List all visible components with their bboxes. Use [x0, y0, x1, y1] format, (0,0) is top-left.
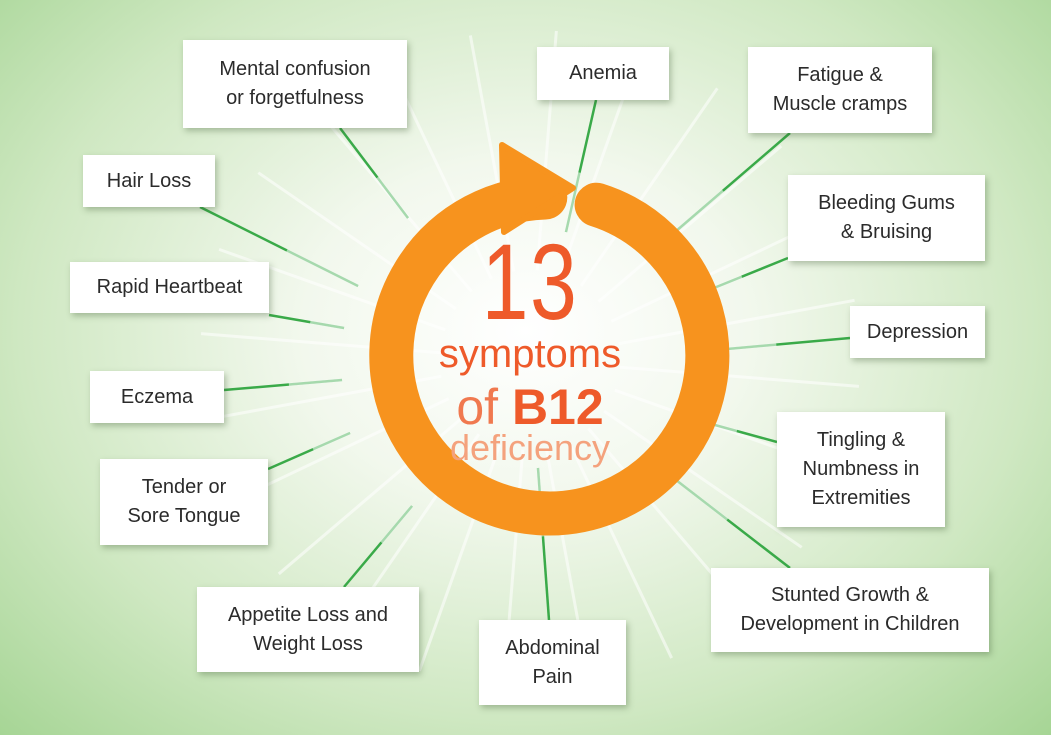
- connector-fade: [312, 431, 351, 451]
- symptom-eczema: Eczema: [90, 371, 224, 423]
- circular-arrow-arc: [369, 175, 730, 536]
- symptom-fatigue: Fatigue & Muscle cramps: [748, 47, 932, 133]
- symptom-abdominal-pain: Abdominal Pain: [479, 620, 626, 705]
- title-of-b12: of B12: [390, 380, 670, 434]
- connector-fade: [380, 505, 414, 544]
- symptom-label: Mental confusion or forgetfulness: [219, 58, 371, 109]
- connector-fade: [286, 249, 359, 288]
- symptom-anemia: Anemia: [537, 47, 669, 100]
- symptom-label: Appetite Loss and Weight Loss: [227, 603, 389, 655]
- light-ray: [618, 298, 855, 346]
- symptom-label: Anemia: [569, 62, 637, 84]
- title-of: of: [456, 379, 499, 435]
- circular-arrow-head: [499, 142, 576, 235]
- symptom-stunted-growth: Stunted Growth & Development in Children: [711, 568, 989, 652]
- symptom-label: Tender or Sore Tongue: [127, 476, 241, 527]
- circular-arrow: [369, 142, 730, 536]
- symptom-label: Hair Loss: [106, 169, 192, 192]
- symptom-mental-confusion: Mental confusion or forgetfulness: [183, 40, 407, 128]
- symptom-appetite-loss: Appetite Loss and Weight Loss: [197, 587, 419, 672]
- title-b12: B12: [511, 379, 604, 435]
- light-ray: [567, 440, 673, 659]
- symptom-label: Tingling & Numbness in Extremities: [802, 429, 920, 509]
- connector-fade: [564, 172, 581, 233]
- symptom-label: Eczema: [120, 385, 194, 408]
- connector-fade: [288, 378, 343, 386]
- title-symptoms: symptoms: [438, 332, 622, 376]
- symptom-tender-tongue: Tender or Sore Tongue: [100, 459, 268, 545]
- light-ray: [619, 365, 860, 388]
- symptom-label: Rapid Heartbeat: [96, 276, 243, 298]
- symptom-label: Stunted Growth & Development in Children: [740, 584, 960, 635]
- symptom-label: Bleeding Gums & Bruising: [818, 192, 955, 243]
- symptom-count: 13: [481, 221, 579, 342]
- title-deficiency: deficiency: [449, 427, 611, 468]
- connector-fade: [309, 320, 345, 330]
- symptom-bleeding-gums: Bleeding Gums & Bruising: [788, 175, 985, 261]
- symptom-hair-loss: Hair Loss: [83, 155, 215, 207]
- light-ray: [597, 144, 783, 303]
- symptom-label: Depression: [866, 320, 969, 343]
- symptom-rapid-heartbeat: Rapid Heartbeat: [70, 262, 269, 313]
- symptom-label: Abdominal Pain: [505, 636, 600, 688]
- connector-fade: [376, 176, 410, 219]
- light-ray: [603, 409, 803, 549]
- symptom-label: Fatigue & Muscle cramps: [772, 64, 908, 115]
- connector-fade: [675, 478, 729, 521]
- symptom-tingling: Tingling & Numbness in Extremities: [777, 412, 945, 527]
- light-ray: [579, 87, 719, 287]
- symptom-depression: Depression: [850, 306, 985, 358]
